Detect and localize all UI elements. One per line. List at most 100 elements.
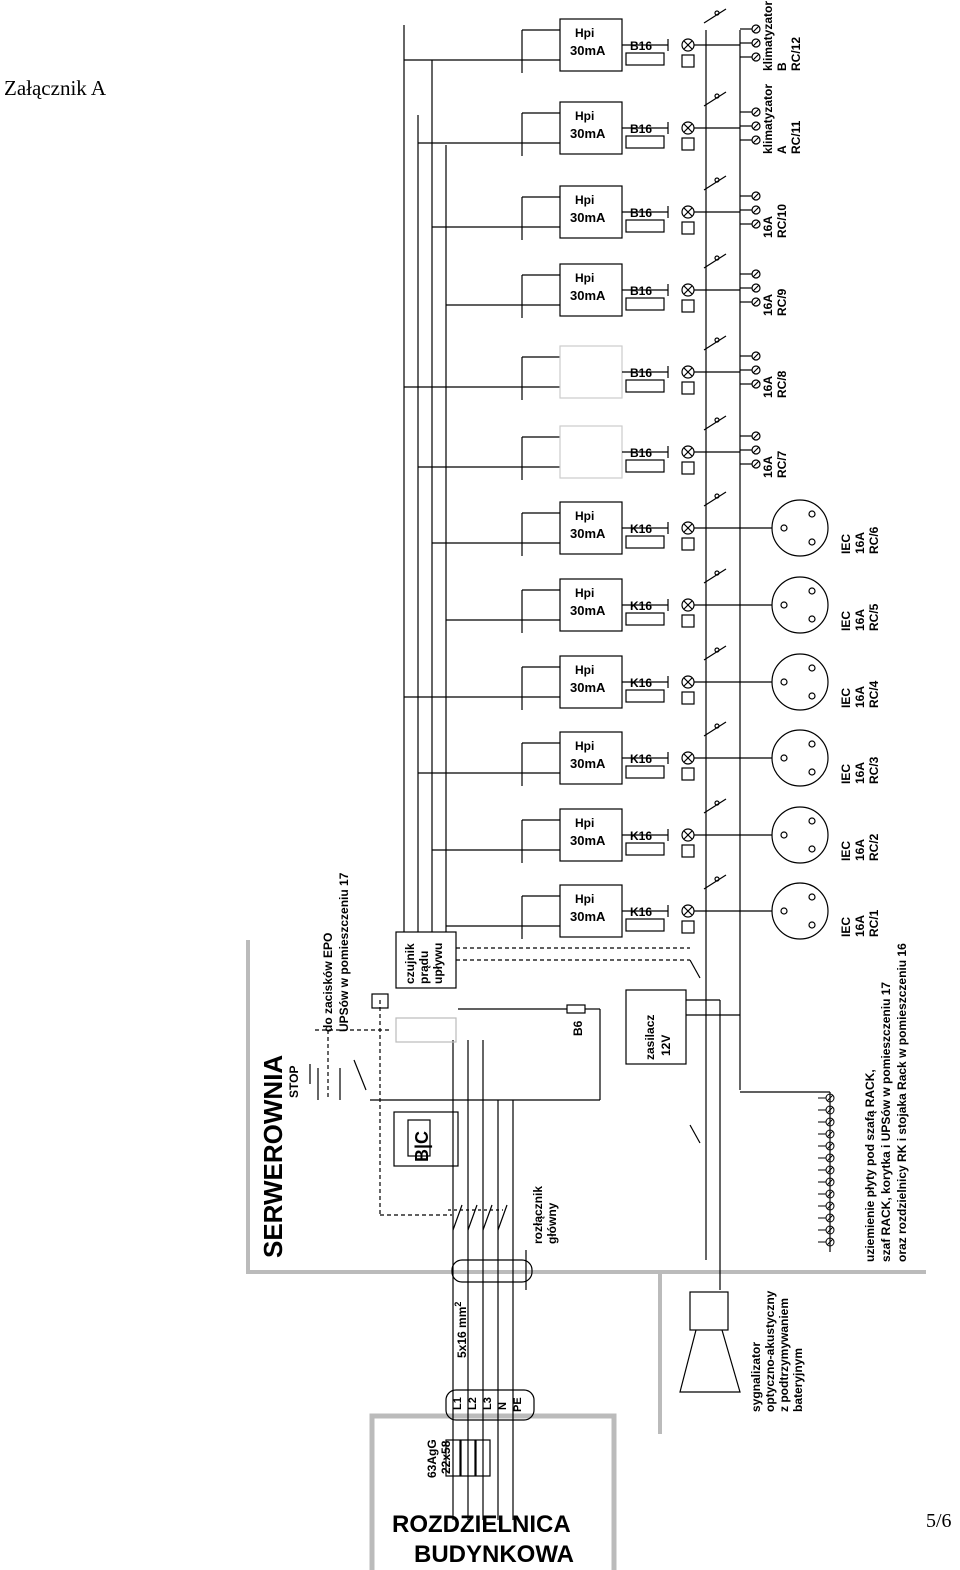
switch-contact <box>703 491 727 507</box>
control-dashed-lines <box>315 947 690 1216</box>
breaker-box <box>625 459 665 473</box>
breaker-box <box>625 379 665 393</box>
rcd-label-bottom: 30mA <box>570 43 606 58</box>
rcd-label-top: Hpi <box>575 193 594 207</box>
relay-coil <box>681 767 695 781</box>
switch-contact <box>703 798 727 814</box>
breaker-box <box>625 765 665 779</box>
rcd-box <box>559 425 623 479</box>
outlet-label: 16A <box>853 762 867 784</box>
fuse-1 <box>445 1439 461 1477</box>
switch-contact <box>703 175 727 191</box>
circuit-row <box>432 798 829 864</box>
siren-body <box>689 1291 729 1331</box>
breaker-box <box>625 297 665 311</box>
rcd-label-top: Hpi <box>575 509 594 523</box>
alarm-line1: sygnalizator <box>749 1342 763 1412</box>
sensor-lower-box <box>395 1017 457 1043</box>
rcd-label-bottom: 30mA <box>570 909 606 924</box>
breaker-box <box>625 689 665 703</box>
outlet-label: A <box>775 145 789 154</box>
outlet-label: 16A <box>761 294 775 316</box>
sensor-line1: czujnik <box>403 943 417 984</box>
b6-fuse <box>566 1004 586 1014</box>
circuit-row <box>432 491 829 557</box>
rcd-label-top: Hpi <box>575 26 594 40</box>
ground-terminals <box>818 1093 835 1247</box>
psu-line2: 12V <box>659 1035 673 1056</box>
fuse-size: 22x58 <box>439 1440 453 1474</box>
breaker-box <box>625 52 665 66</box>
rcd-label-top: Hpi <box>575 271 594 285</box>
main-switch-contacts <box>448 1204 508 1231</box>
fuse-rating: 63AgG <box>425 1439 439 1478</box>
switch-contact <box>703 415 727 431</box>
outlet-label: RC/3 <box>867 756 881 784</box>
switch-contact <box>703 335 727 351</box>
breaker-box <box>625 535 665 549</box>
breaker-box <box>625 219 665 233</box>
outlet-label: RC/10 <box>775 204 789 238</box>
rcd-label-bottom: 30mA <box>570 833 606 848</box>
epo-stop: STOP <box>287 1066 301 1098</box>
fuse-3 <box>475 1439 491 1477</box>
cable-spec: 5x16 mm2 <box>453 1302 469 1358</box>
rcd-label-top: Hpi <box>575 739 594 753</box>
outlet-label: klimatyzator <box>761 84 775 154</box>
switch-contact <box>703 721 727 737</box>
outlet-label: 16A <box>853 915 867 937</box>
relay-coil <box>681 137 695 151</box>
server-room-label: SERWEROWNIA <box>258 1055 288 1258</box>
breaker-label: B16 <box>630 366 652 380</box>
outlet-label: IEC <box>839 764 853 784</box>
relay-coil <box>681 920 695 934</box>
alarm-line3: z podtrzymywaniem <box>777 1298 791 1412</box>
building-board-line2: BUDYNKOWA <box>414 1541 574 1568</box>
breaker-label: B16 <box>630 284 652 298</box>
siren-horn <box>679 1329 741 1393</box>
outlet-label: RC/4 <box>867 680 881 708</box>
relay-coil <box>681 691 695 705</box>
rcd-label-top: Hpi <box>575 663 594 677</box>
page-number: 5/6 <box>926 1510 952 1532</box>
feeder-terminal-block <box>445 1389 535 1421</box>
sensor-line2: prądu <box>417 951 431 984</box>
relay-coil <box>681 221 695 235</box>
page-title: Załącznik A <box>4 76 107 100</box>
conductor-l3: L3 <box>482 1397 494 1410</box>
building-board-line1: ROZDZIELNICA <box>392 1511 571 1538</box>
switch-contact <box>703 645 727 661</box>
outlet-label: RC/2 <box>867 833 881 861</box>
bc-label: B|C <box>412 1131 432 1162</box>
rcd-label-bottom: 30mA <box>570 603 606 618</box>
outlet-label: 16A <box>853 532 867 554</box>
rcd-label-bottom: 30mA <box>570 288 606 303</box>
grounding-line3: oraz rozdzielnicy RK i stojaka Rack w po… <box>895 943 909 1262</box>
outlet-label: 16A <box>761 376 775 398</box>
rcd-label-bottom: 30mA <box>570 526 606 541</box>
switch-contact <box>703 8 727 24</box>
circuit-row <box>404 645 829 711</box>
rcd-label-top: Hpi <box>575 816 594 830</box>
server-room-outline <box>246 940 926 1434</box>
rcd-label-top: Hpi <box>575 109 594 123</box>
breaker-label: K16 <box>630 599 652 613</box>
outlet-label: RC/7 <box>775 450 789 478</box>
breaker-label: K16 <box>630 752 652 766</box>
grounding-line1: uziemienie płyty pod szafą RACK, <box>863 1069 877 1262</box>
circuit-row <box>446 253 761 318</box>
psu-box <box>625 989 687 1065</box>
switch-contact <box>703 253 727 269</box>
alarm-line2: optyczno-akustyczny <box>763 1290 777 1412</box>
circuit-row <box>404 8 761 73</box>
outlet-label: RC/6 <box>867 526 881 554</box>
breaker-box <box>625 918 665 932</box>
breaker-label: B16 <box>630 122 652 136</box>
rcd-label-bottom: 30mA <box>570 680 606 695</box>
rcd-label-top: Hpi <box>575 586 594 600</box>
outlet-label: klimatyzator <box>761 1 775 71</box>
breaker-label: K16 <box>630 829 652 843</box>
outlet-label: RC/1 <box>867 909 881 937</box>
